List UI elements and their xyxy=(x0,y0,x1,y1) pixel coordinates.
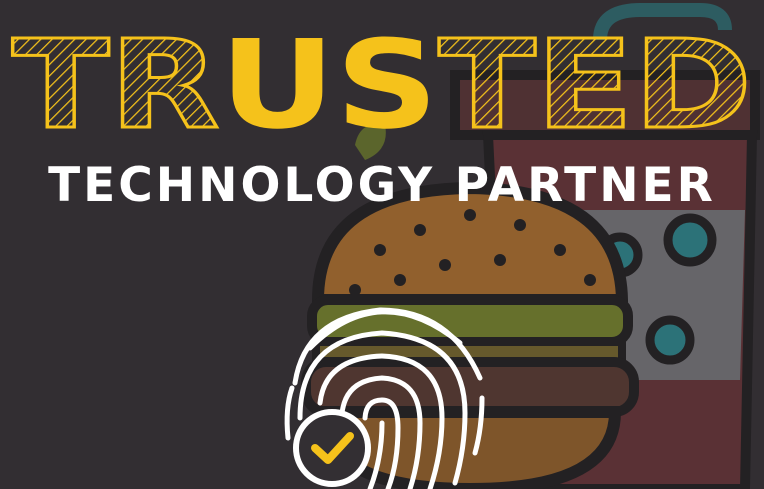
headline-outlined-left: TR xyxy=(12,14,219,156)
subtitle: TECHNOLOGY PARTNER xyxy=(48,158,716,213)
headline-solid: US xyxy=(219,14,438,156)
fingerprint-icon xyxy=(284,307,485,489)
checkmark-icon xyxy=(293,409,371,487)
headline-outlined-right: TED xyxy=(438,14,752,156)
